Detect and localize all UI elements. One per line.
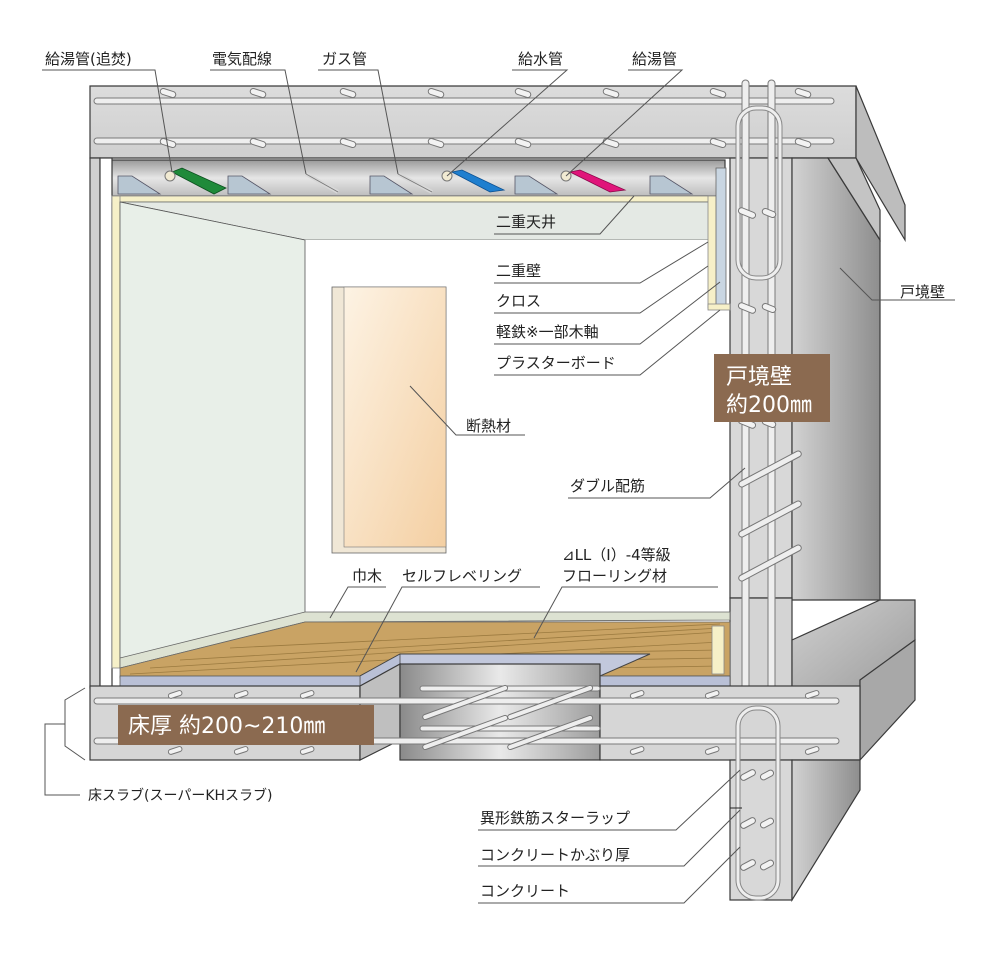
label-stirrup: 異形鉄筋スターラップ: [480, 809, 630, 827]
label-insulation: 断熱材: [466, 417, 511, 435]
wall-badge-line1: 戸境壁: [726, 365, 792, 390]
label-flooring-grade: ⊿LL（Ⅰ）‐4等級: [562, 546, 671, 564]
floor-thickness-badge: 床厚 約200~210㎜: [118, 705, 374, 745]
label-cloth: クロス: [496, 292, 541, 310]
wall-thickness-badge: 戸境壁 約200㎜: [714, 354, 830, 422]
pipe-hot-water: [568, 169, 627, 193]
pipe-water-supply: [450, 169, 506, 193]
label-hot-water: 給湯管: [632, 50, 677, 68]
label-hot-water-reheat: 給湯管(追焚): [45, 50, 132, 68]
ceiling-cavity: [109, 159, 726, 197]
label-double-rebar: ダブル配筋: [570, 477, 645, 495]
rebar-stubs-top: [159, 87, 812, 149]
label-water-supply: 給水管: [518, 50, 563, 68]
floor-badge-text: 床厚 約200~210㎜: [128, 714, 325, 739]
label-light-steel: 軽鉄※一部木軸: [496, 323, 599, 341]
top-labels: 給湯管(追焚) 電気配線 ガス管 給水管 給湯管: [42, 50, 684, 177]
floor-slab: [44, 662, 861, 903]
label-floor-slab: 床スラブ(スーパーKHスラブ): [88, 787, 273, 804]
label-flooring: フローリング材: [562, 567, 667, 585]
label-self-leveling: セルフレベリング: [402, 567, 522, 585]
label-double-wall: 二重壁: [496, 262, 541, 280]
label-double-ceiling: 二重天井: [496, 213, 556, 231]
label-boundary-wall: 戸境壁: [900, 283, 945, 301]
rebar-stubs-wall: [737, 207, 777, 429]
label-gas-pipe: ガス管: [322, 50, 367, 68]
pipe-hot-water-reheat: [171, 167, 227, 195]
label-concrete-cover: コンクリートかぶり厚: [480, 846, 630, 864]
label-plasterboard: プラスターボード: [496, 354, 616, 372]
label-electric-wiring: 電気配線: [212, 50, 272, 68]
double-rebars: [738, 450, 802, 582]
label-baseboard: 巾木: [352, 567, 382, 585]
room-interior: [89, 157, 731, 689]
interior-labels: 二重天井 二重壁 クロス 軽鉄※一部木軸 プラスターボード 断熱材 ダブル配筋 …: [329, 195, 746, 673]
outside-labels: 戸境壁 床スラブ(スーパーKHスラブ) 異形鉄筋スターラップ コンクリートかぶり…: [88, 267, 955, 904]
wall-badge-line2: 約200㎜: [726, 393, 812, 418]
label-concrete: コンクリート: [480, 882, 570, 900]
